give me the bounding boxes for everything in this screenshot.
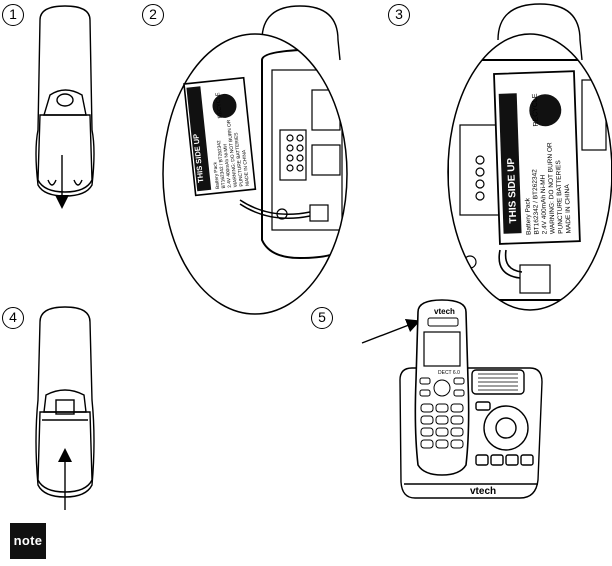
note-label: note [10,523,46,559]
base-brand-logo: vtech [470,486,496,497]
dect-label: DECT 6.0 [438,370,460,376]
indicator-arrow [362,323,414,343]
recycle-label-large: RECYCLE [532,93,540,127]
battery-pack-step3: THIS SIDE UP RECYCLE Battery Pack BT1623… [494,71,580,244]
battery-pack-step2: THIS SIDE UP RECYCLE Battery Pack BT1623… [184,78,255,196]
step2-zoom-view: THIS SIDE UP RECYCLE Battery Pack BT1623… [163,6,352,314]
this-side-up-label-large: THIS SIDE UP [506,157,519,223]
battery-cover [38,115,92,192]
handset-back-step1 [36,6,94,196]
battery-text-large-1: Battery Pack [524,197,532,235]
handset-brand-logo: vtech [434,307,455,316]
step3-zoom-view: THIS SIDE UP RECYCLE Battery Pack BT1623… [448,4,612,310]
handset-front: vtech DECT 6.0 [415,300,468,475]
